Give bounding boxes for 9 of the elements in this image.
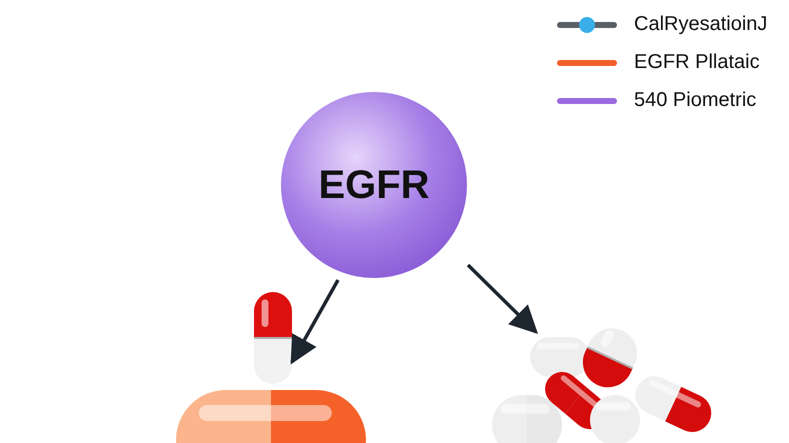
capsule-drawing — [176, 390, 366, 443]
circle-node — [281, 92, 467, 278]
legend-label: 540 Piometric — [634, 89, 756, 112]
legend-label: EGFR Pllataic — [634, 51, 760, 74]
arrow — [466, 264, 538, 334]
node-label: EGFR — [317, 163, 431, 208]
capsule-drawing — [254, 292, 292, 384]
legend-label: CalRyesatioinJ — [634, 13, 768, 36]
arrow — [290, 279, 340, 364]
